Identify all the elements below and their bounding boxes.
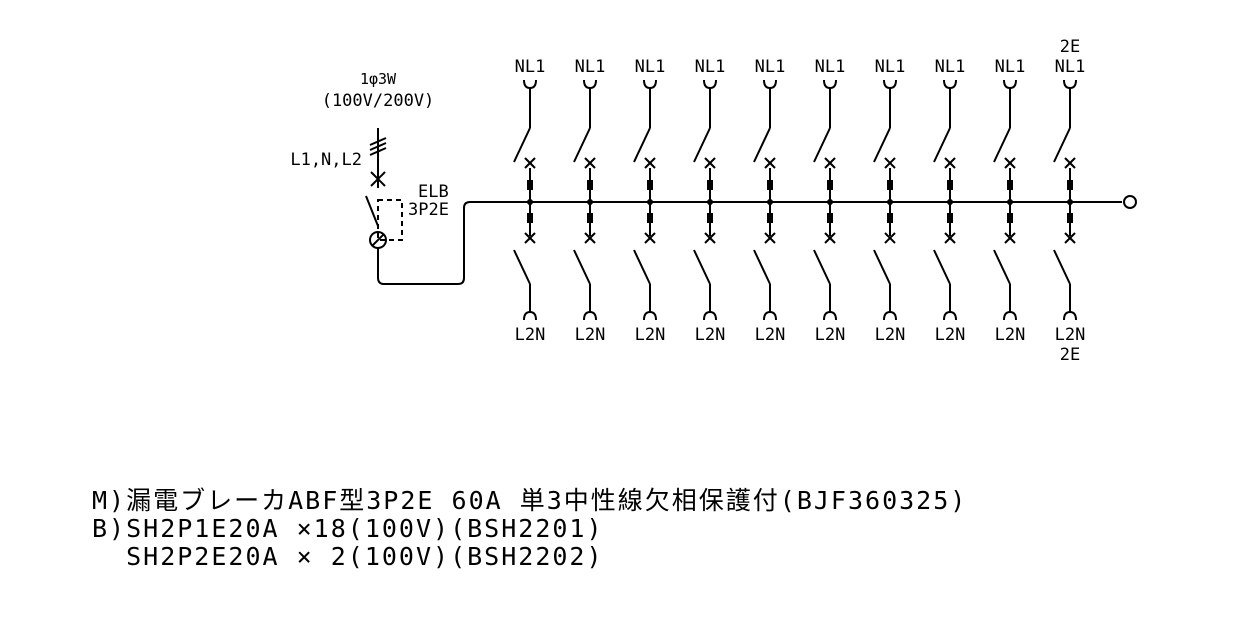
supply-phase-label: 1φ3W — [360, 70, 397, 88]
branch-top-label: NL1 — [995, 57, 1026, 77]
branch-top-extra-label: 2E — [1060, 37, 1080, 57]
branch-bottom-extra-label: 2E — [1060, 345, 1080, 365]
spec-branch-breakers-2: SH2P2E20A × 2(100V)(BSH2202) — [92, 542, 604, 571]
branch-top-label: NL1 — [755, 57, 786, 77]
branch-top-label: NL1 — [1055, 57, 1086, 77]
branch-bottom-label: L2N — [875, 325, 906, 345]
branch-top-label: NL1 — [935, 57, 966, 77]
branch-bottom-label: L2N — [635, 325, 666, 345]
branch-top-label: NL1 — [515, 57, 546, 77]
branch-top-label: NL1 — [635, 57, 666, 77]
branch-top-label: NL1 — [875, 57, 906, 77]
spec-branch-breakers-1: B)SH2P1E20A ×18(100V)(BSH2201) — [92, 514, 604, 543]
bus-terminal-icon — [1123, 195, 1137, 209]
spec-main-breaker: M)漏電ブレーカABF型3P2E 60A 単3中性線欠相保護付(BJF36032… — [92, 486, 968, 515]
branch-bottom-label: L2N — [935, 325, 966, 345]
branch-bottom-label: L2N — [815, 325, 846, 345]
branch-top-label: NL1 — [815, 57, 846, 77]
branch-bottom-label: L2N — [755, 325, 786, 345]
branch-top-label: NL1 — [575, 57, 606, 77]
main-breaker-symbol — [365, 171, 1122, 285]
branch-circuits: NL1L2NNL1L2NNL1L2NNL1L2NNL1L2NNL1L2NNL1L… — [513, 37, 1086, 365]
branch-bottom-label: L2N — [995, 325, 1026, 345]
branch-bottom-label: L2N — [515, 325, 546, 345]
main-breaker-poles-label: 3P2E — [408, 200, 449, 220]
branch-bottom-label: L2N — [575, 325, 606, 345]
supply-lines-label: L1,N,L2 — [290, 150, 362, 170]
branch-top-label: NL1 — [695, 57, 726, 77]
supply-voltage-label: (100V/200V) — [322, 91, 435, 111]
branch-bottom-label: L2N — [695, 325, 726, 345]
main-breaker-type-label: ELB — [418, 182, 449, 202]
branch-bottom-label: L2N — [1055, 325, 1086, 345]
